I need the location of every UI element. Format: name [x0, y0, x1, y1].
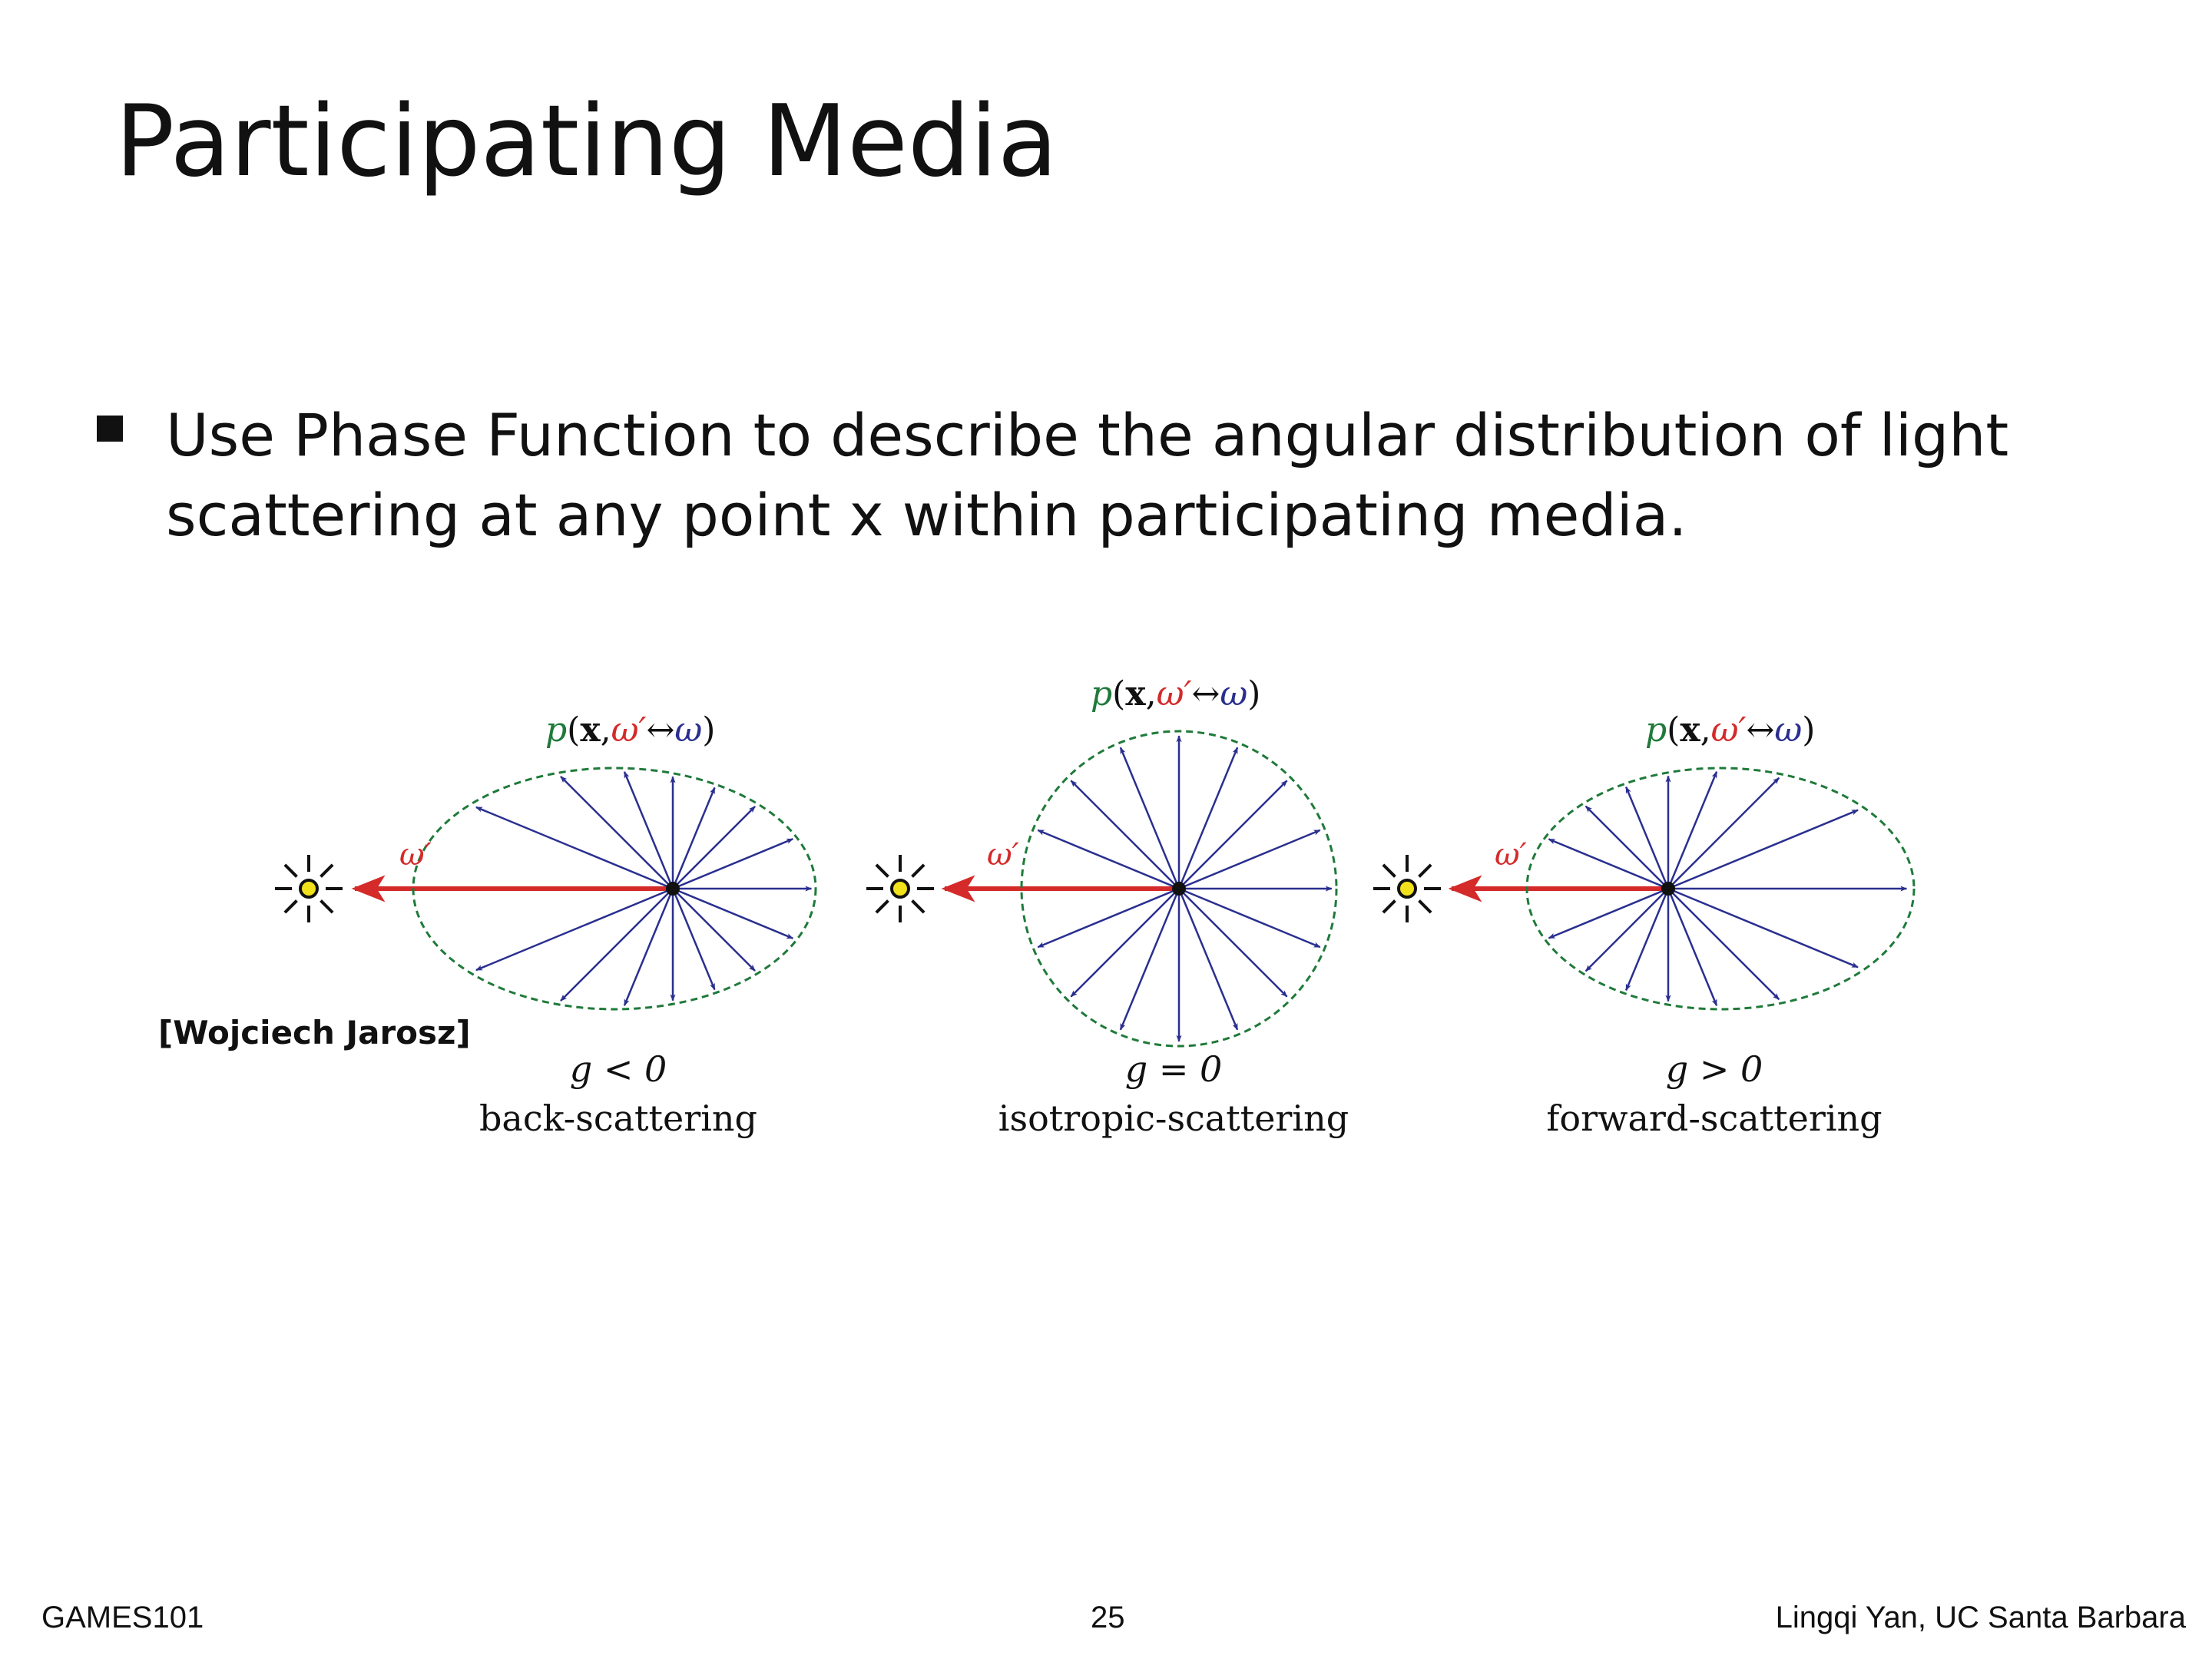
bullet-text: Use Phase Function to describe the angul… — [166, 401, 2009, 549]
light-source-icon — [1373, 855, 1441, 922]
incident-label: ω′ — [1495, 837, 1527, 873]
phase-lobe — [1037, 735, 1333, 1042]
panel-caption: back-scattering — [479, 1098, 757, 1139]
light-source-icon — [275, 855, 343, 922]
panel-forward-scattering: ω′ p(x,ω′↔ω) g > 0 forward-scattering — [1373, 710, 1916, 1139]
phase-function-curve — [1020, 730, 1338, 1048]
footer-page-number: 25 — [1091, 1601, 1125, 1634]
incident-label: ω′ — [399, 837, 432, 873]
footer-author: Lingqi Yan, UC Santa Barbara — [1775, 1601, 2186, 1634]
panel-caption: isotropic-scattering — [998, 1098, 1349, 1139]
phase-function-label: p(x,ω′↔ω) — [1645, 710, 1815, 750]
scatter-point — [666, 882, 680, 896]
incident-label: ω′ — [987, 837, 1019, 873]
g-label: g = 0 — [1125, 1048, 1223, 1090]
panel-back-scattering: ω′ p(x,ω′↔ω) g < 0 back-scattering — [275, 710, 817, 1139]
phase-function-curve — [412, 767, 817, 1011]
phase-lobe — [475, 771, 813, 1006]
phase-function-label: p(x,ω′↔ω) — [1091, 674, 1260, 714]
g-label: g > 0 — [1666, 1048, 1763, 1090]
slide-title: Participating Media — [115, 84, 1058, 199]
panel-isotropic-scattering: ω′ p(x,ω′↔ω) g = 0 isotropic-scattering — [866, 674, 1349, 1139]
phase-function-label: p(x,ω′↔ω) — [545, 710, 715, 750]
scatter-point — [1661, 882, 1675, 896]
scatter-point — [1172, 882, 1186, 896]
bullet-square-icon — [97, 416, 123, 442]
phase-lobe — [1548, 770, 1908, 1007]
image-credit: [Wojciech Jarosz] — [158, 1014, 471, 1051]
panel-caption: forward-scattering — [1546, 1098, 1882, 1139]
phase-function-curve — [1525, 767, 1916, 1011]
light-source-icon — [866, 855, 934, 922]
footer-course: GAMES101 — [41, 1601, 204, 1634]
g-label: g < 0 — [570, 1048, 667, 1090]
